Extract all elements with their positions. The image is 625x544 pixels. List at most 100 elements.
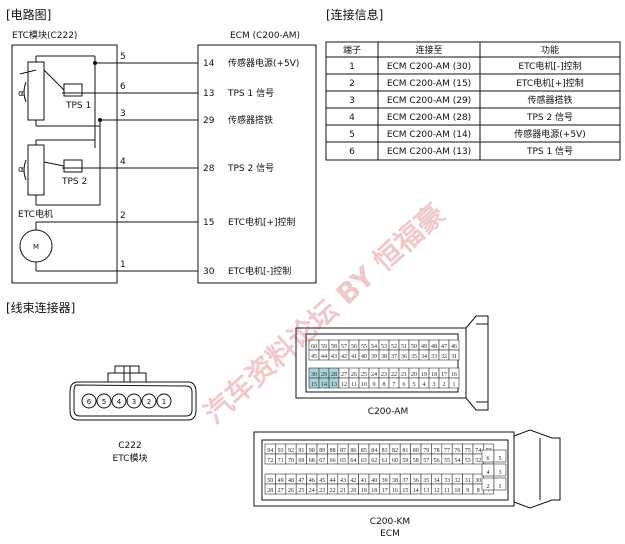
etc-module-title: ETC模块(C222) [12,29,77,41]
c200-km-label: C200-KM [370,517,410,527]
pin-number: 26 [351,372,357,378]
pin-number: 25 [361,372,367,378]
pin-number: 51 [401,344,407,350]
pin-number: 60 [311,344,317,350]
etc-module-box [11,44,118,284]
table-cell: ECM C200-AM (14) [387,130,471,140]
pin-number: 55 [444,458,450,464]
pin-number: 4 [487,470,490,476]
pin-number: 20 [411,372,417,378]
pin-number: 34 [421,354,427,360]
pin-number: 44 [321,354,327,360]
pin-number: 43 [331,354,337,360]
c222-pin: 6 [87,398,92,406]
pin-number: 74 [475,448,481,454]
pin-number: 19 [421,372,427,378]
pin-number: 53 [465,458,471,464]
pin-number: 5 [413,382,416,388]
ecm-pin-number: 14 [203,59,215,69]
etc-pin-1: 1 [120,260,126,270]
table-cell: 4 [349,113,355,123]
pin-number: 67 [319,458,325,464]
watermark: 汽车资料论坛 BY 恒福豪 [198,197,452,430]
pin-number: 29 [321,372,327,378]
pin-number: 41 [351,354,357,360]
pin-number: 75 [465,448,471,454]
pin-number: 20 [350,488,356,494]
pin-number: 25 [298,488,304,494]
ecm-pin-row-15: 15 ETC电机[+]控制 [203,216,296,228]
pin-number: 30 [311,372,317,378]
table-cell: 1 [349,62,355,72]
pin-number: 49 [278,478,284,484]
pin-number: 42 [341,354,347,360]
pin-number: 48 [288,478,294,484]
table-row: 4 ECM C200-AM (28) TPS 2 信号 [349,111,573,123]
pin-number: 23 [381,372,387,378]
pin-number: 24 [309,488,315,494]
pin-number: 53 [381,344,387,350]
pin-number: 49 [421,344,427,350]
pin-number: 47 [298,478,304,484]
pin-number: 1 [453,382,456,388]
connection-table [325,41,621,161]
c222-pin: 1 [162,398,166,406]
etc-motor-label: ETC电机 [18,208,53,220]
pin-number: 56 [351,344,357,350]
ecm-pin-row-14: 14 传感器电源(+5V) [203,57,299,69]
pin-cell [493,449,507,463]
pin-number: 85 [361,448,367,454]
pin-number: 43 [340,478,346,484]
pin-number: 79 [423,448,429,454]
ecm-pin-label: ETC电机[-]控制 [228,265,291,277]
table-cell: ECM C200-AM (15) [387,79,471,89]
pin-number: 58 [413,458,419,464]
etc-pin-3: 3 [120,109,126,119]
pin-number: 30 [475,478,481,484]
section-title-circuit: [电路图] [6,7,51,22]
pin-number: 44 [330,478,336,484]
table-header-cell: 连接至 [415,44,442,56]
pin-number: 13 [423,488,429,494]
pin-number: 13 [331,382,337,388]
pin-number: 55 [361,344,367,350]
pin-number: 59 [402,458,408,464]
pin-number: 50 [411,344,417,350]
pin-number: 14 [413,488,419,494]
pin-number: 31 [451,354,457,360]
pin-number: 10 [454,488,460,494]
pin-number: 16 [451,372,457,378]
table-cell: 传感器搭铁 [527,94,572,106]
section-title-harness: [线束连接器] [6,300,75,315]
pin-number: 52 [475,458,481,464]
pin-number: 39 [382,478,388,484]
pin-number: 32 [454,478,460,484]
c200-am-connector [295,315,489,411]
alpha-label-2: α [18,165,24,175]
ecm-pin-number: 30 [203,267,215,277]
pin-number: 86 [350,448,356,454]
pin-number: 2 [487,484,490,490]
c222-pin: 5 [102,398,106,406]
pin-number: 1 [499,484,502,490]
pin-number: 8 [477,488,480,494]
pin-number: 18 [431,372,437,378]
ecm-pin-label: TPS 1 信号 [227,87,274,99]
table-cell: ECM C200-AM (13) [387,147,471,157]
pin-number: 2 [443,382,446,388]
pin-number: 84 [371,448,377,454]
pin-number: 88 [330,448,336,454]
pin-number: 31 [465,478,471,484]
pin-number: 89 [319,448,325,454]
pin-number: 11 [351,382,357,388]
pin-number: 92 [288,448,294,454]
pin-number: 87 [340,448,346,454]
pin-number: 46 [309,478,315,484]
pin-number: 28 [331,372,337,378]
ecm-pin-number: 13 [203,89,214,99]
pin-number: 7 [487,488,490,494]
table-header-cell: 功能 [541,44,559,56]
pin-number: 3 [499,470,502,476]
ecm-pin-number: 29 [203,116,215,126]
